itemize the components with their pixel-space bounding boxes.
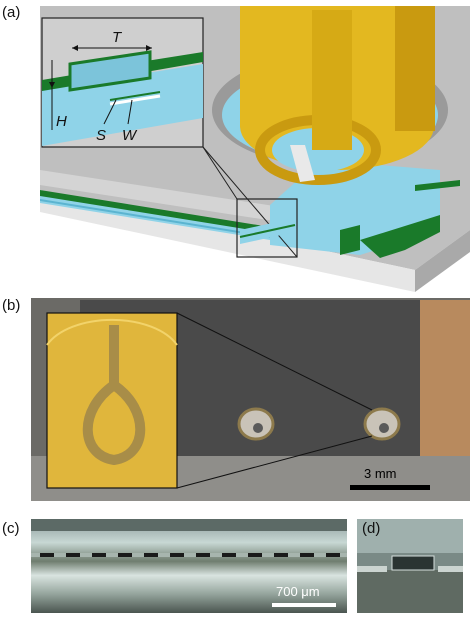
ground-region-right (360, 215, 440, 258)
W-pointer (127, 99, 133, 125)
micrograph-arc-edge (46, 318, 178, 346)
right-ground (438, 566, 463, 572)
edge-band-top (31, 519, 347, 531)
inset-ground-right (140, 52, 203, 73)
micrograph-teardrop (82, 378, 146, 466)
chip-right-pattern (379, 423, 389, 433)
panel-a-label: (a) (2, 4, 21, 21)
panel-a-illustration: T H S W (40, 6, 470, 292)
T-arrowhead-left (72, 45, 78, 51)
chip-right (363, 407, 401, 441)
chip-left-pattern (253, 423, 263, 433)
inset-center-line (109, 94, 161, 106)
H-arrowhead-top (49, 82, 55, 88)
T-arrowhead-right (146, 45, 152, 51)
left-ground (357, 566, 387, 572)
gold-center-post (312, 10, 352, 150)
scalebar-c-label: 700 μm (276, 584, 320, 599)
slot-lines (415, 180, 460, 191)
panel-c-label: (c) (2, 520, 20, 537)
resonator-stem (290, 145, 315, 182)
sapphire-strip (31, 519, 347, 613)
ground-notch (340, 225, 360, 255)
panel-d-label: (d) (362, 520, 381, 537)
raised-conductor (391, 555, 435, 571)
W-label: W (122, 127, 138, 144)
photo-background (31, 298, 470, 501)
dashed-line-backing (31, 553, 347, 557)
H-label: H (56, 113, 67, 130)
zoom-line-1 (202, 146, 238, 200)
substrate-layer (357, 570, 463, 613)
zoom-marker-box (236, 198, 298, 258)
zoom-line-2 (202, 146, 298, 258)
block-side-face (415, 230, 470, 292)
inset-center-line-2 (109, 91, 161, 101)
zoom-box-conductor (239, 224, 296, 238)
inset-raised-channel (68, 50, 152, 92)
gray-base (31, 456, 470, 501)
micrograph-inset (46, 312, 178, 489)
micrograph-feedline (109, 325, 119, 385)
scalebar-b (350, 485, 430, 490)
center-conductor-strip (40, 199, 270, 238)
S-pointer (103, 99, 117, 125)
scalebar-c (272, 603, 336, 607)
scalebar-b-label: 3 mm (364, 466, 397, 481)
zoom-line-b-1 (176, 312, 373, 411)
panel-b-label: (b) (2, 297, 21, 314)
chip-left (237, 407, 275, 441)
plane-surface (40, 170, 300, 225)
dark-substrate (80, 300, 425, 458)
S-label: S (96, 127, 106, 144)
gold-cylinder-shade (395, 6, 435, 131)
dashed-conductor (40, 553, 340, 557)
zoom-line-b-2 (176, 435, 373, 489)
copper-edge (420, 300, 470, 460)
T-label: T (112, 29, 123, 46)
